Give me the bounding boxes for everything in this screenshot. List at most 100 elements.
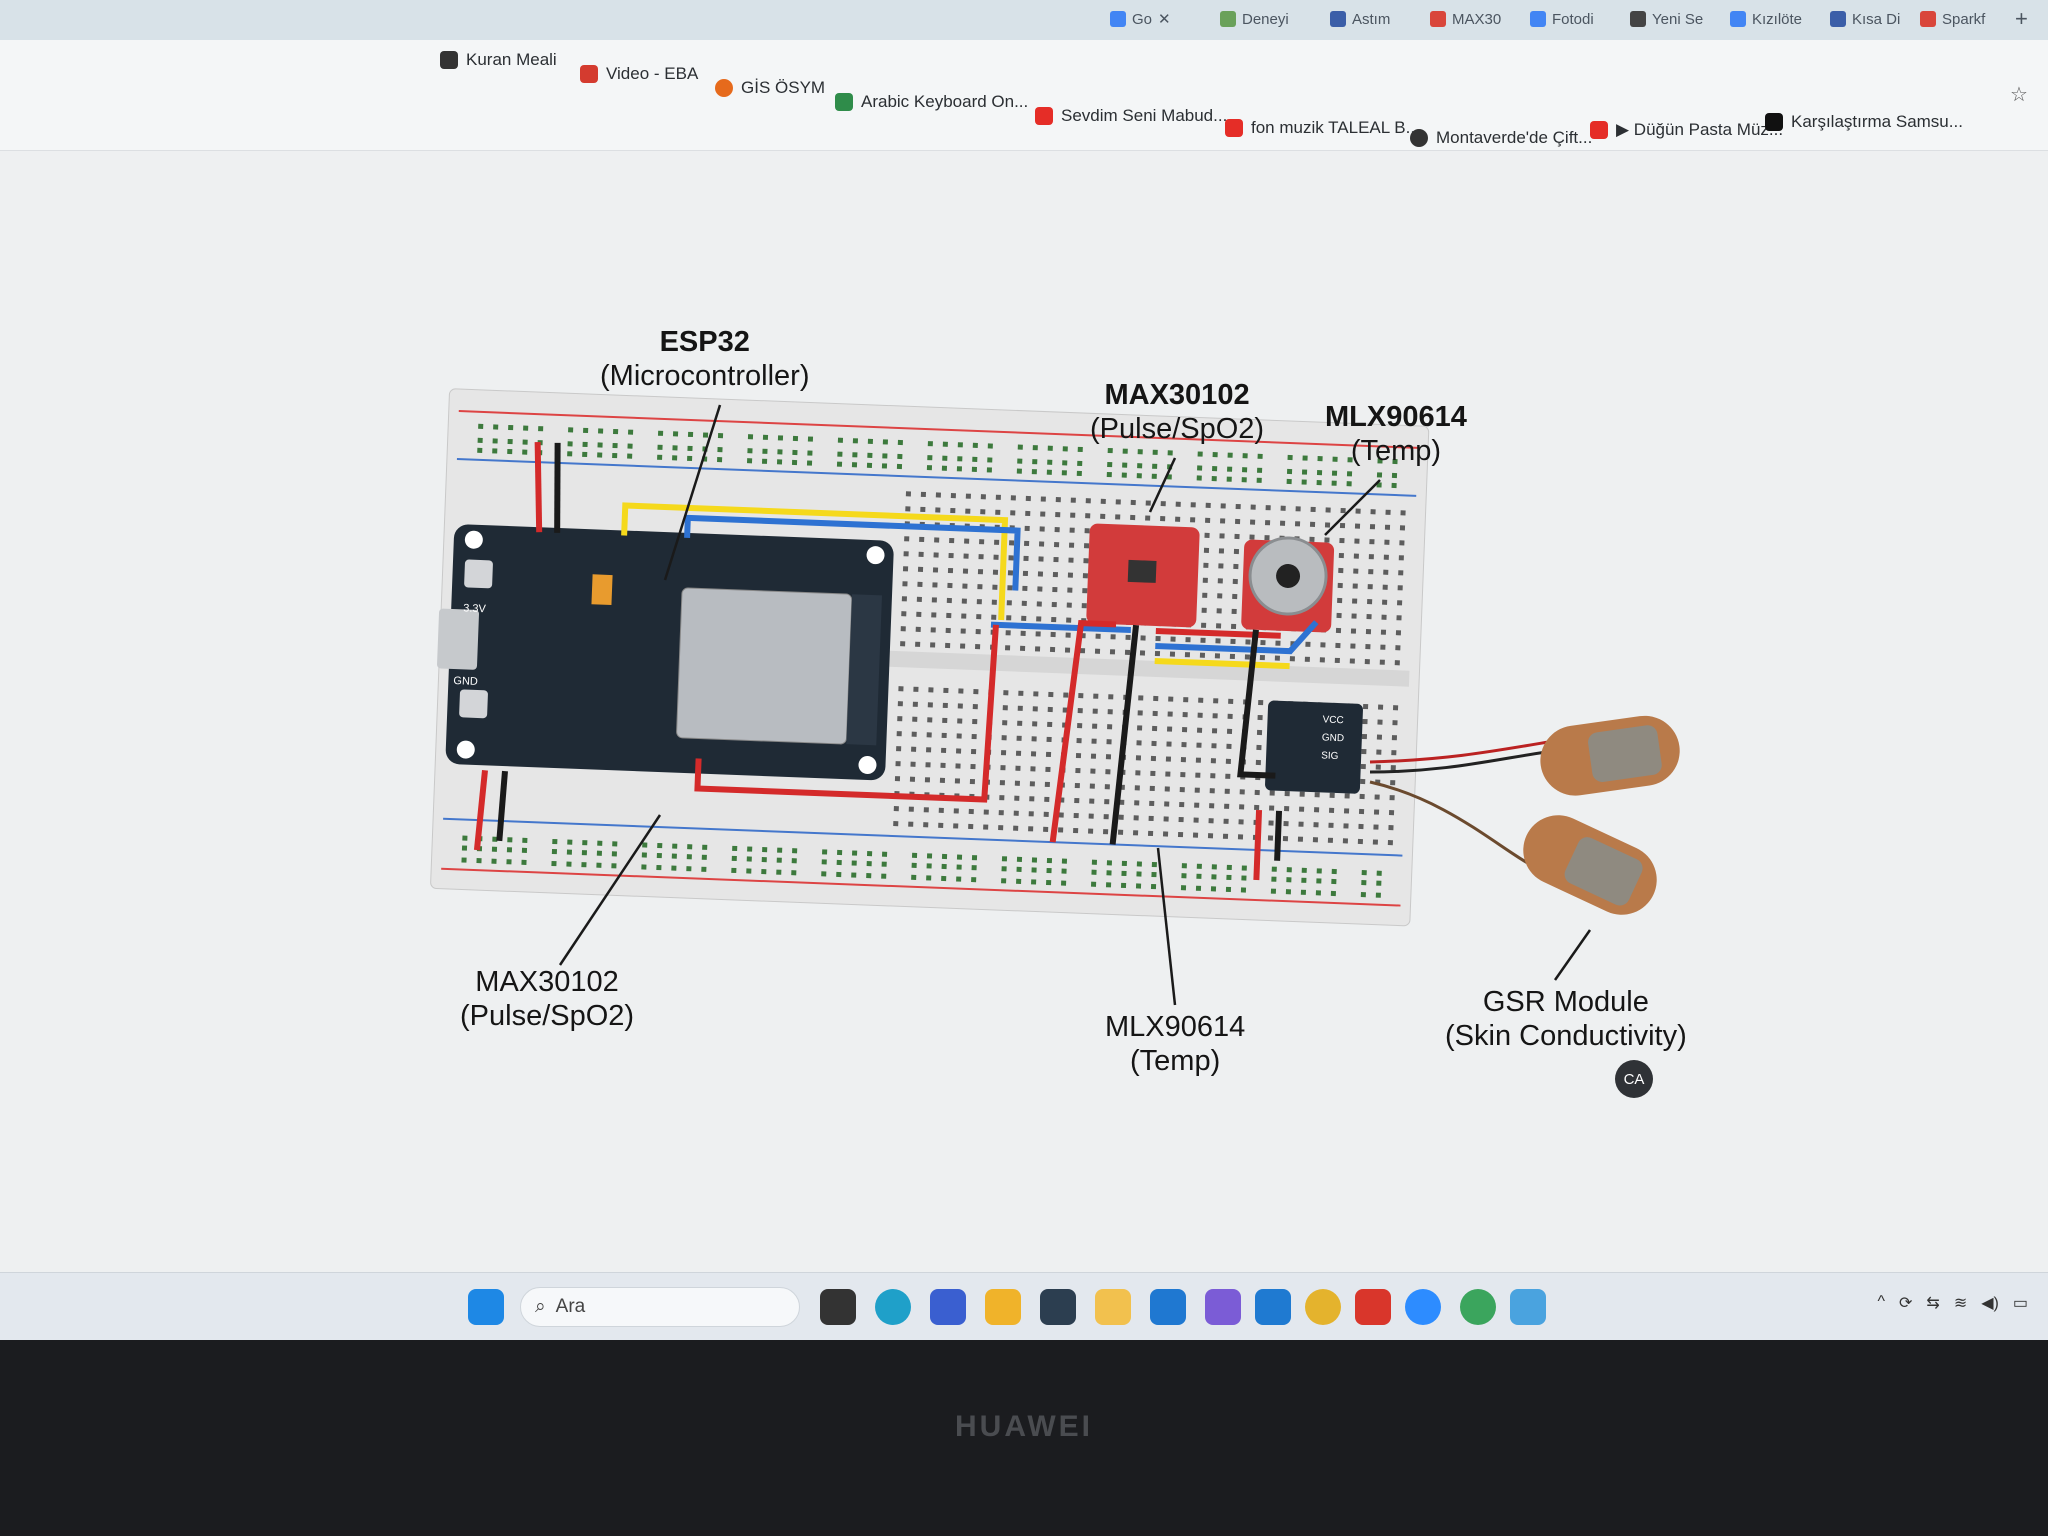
breadboard-hole [1067,572,1074,578]
breadboard-hole [926,465,933,471]
breadboard-hole [762,847,768,853]
breadboard-hole [965,508,971,514]
bookmark-item[interactable]: Sevdim Seni Mabud... [1035,106,1227,126]
chrome-icon[interactable] [1305,1289,1341,1325]
sync-icon[interactable]: ⟳ [1899,1295,1913,1312]
breadboard-hole [1021,615,1027,621]
breadboard-hole [1350,643,1356,649]
folder-icon[interactable] [1095,1289,1131,1325]
breadboard-hole [1007,585,1013,591]
taskbar-search[interactable]: ⌕ Ara [520,1287,800,1327]
breadboard-hole [905,506,911,512]
tab[interactable]: Astım [1330,4,1390,34]
breadboard-hole [1077,723,1083,729]
search-placeholder: Ara [555,1296,586,1317]
breadboard-hole [993,554,999,560]
breadboard-hole [1375,892,1381,898]
breadboard-hole [567,451,573,457]
bookmark-item[interactable]: ▶ Düğün Pasta Müz... [1590,120,1783,140]
breadboard-hole [1152,449,1158,455]
label-max30102-bottom: MAX30102(Pulse/SpO2) [460,966,635,1032]
breadboard-hole [461,857,467,863]
breadboard-hole [931,597,937,603]
breadboard-hole [1195,757,1202,763]
breadboard-hole [687,455,693,462]
breadboard-hole [581,850,588,856]
tab[interactable]: Yeni Se [1630,4,1703,34]
tab[interactable]: Sparkf [1920,4,1985,34]
breadboard-hole [1039,541,1045,547]
store-icon[interactable] [930,1289,966,1325]
bookmark-item[interactable]: Arabic Keyboard On... [835,92,1028,112]
breadboard-hole [945,642,951,649]
windows-start-icon[interactable] [468,1289,504,1325]
bookmark-item[interactable]: fon muzik TALEAL B... [1225,118,1420,138]
vscode-icon[interactable] [1255,1289,1291,1325]
tab[interactable]: Kızılöte [1730,4,1802,34]
breadboard-hole [1389,795,1395,801]
breadboard-hole [1168,696,1174,702]
breadboard-hole [1258,699,1264,706]
cloud-icon[interactable] [1150,1289,1186,1325]
breadboard-hole [1349,658,1355,664]
breadboard-hole [1339,537,1345,544]
breadboard-hole [955,763,961,769]
bookmark-item[interactable]: Montaverde'de Çift... [1410,128,1592,148]
breadboard-hole [1388,825,1394,831]
wps-icon[interactable] [1355,1289,1391,1325]
breadboard-hole [507,837,513,843]
breadboard-hole [732,845,738,852]
media-icon[interactable] [1040,1289,1076,1325]
copilot-icon[interactable] [1205,1289,1241,1325]
breadboard-hole [976,614,982,620]
star-icon[interactable]: ☆ [2010,84,2028,106]
battery-icon[interactable]: ▭ [2012,1295,2028,1312]
breadboard-hole [1103,814,1109,820]
breadboard-hole [1058,827,1064,833]
breadboard-hole [687,445,693,452]
breadboard-hole [930,627,936,633]
close-icon[interactable]: ✕ [1158,11,1171,28]
taskview-icon[interactable] [820,1289,856,1325]
ca-badge[interactable]: CA [1615,1060,1653,1098]
new-tab-button[interactable]: + [2015,6,2028,31]
bookmark-item[interactable]: Karşılaştırma Samsu... [1765,112,1963,132]
breadboard-hole [968,808,974,815]
breadboard-hole [983,824,989,830]
tab[interactable]: Fotodi [1530,4,1594,34]
bookmark-item[interactable]: Kuran Meali [440,50,557,70]
edge-icon[interactable] [875,1289,911,1325]
chevron-up-icon[interactable]: ^ [1877,1293,1886,1310]
breadboard-hole [1241,875,1247,881]
chrome-active-icon[interactable] [1460,1289,1496,1325]
breadboard-hole [901,611,907,617]
breadboard-hole [1106,739,1112,745]
power-rail-line [458,410,1419,449]
volume-icon[interactable]: ◀) [1981,1295,1999,1312]
breadboard-hole [1170,636,1176,642]
tab[interactable]: Go✕ [1110,4,1171,34]
zoom-icon[interactable] [1405,1289,1441,1325]
bookmark-item[interactable]: Video - EBA [580,64,698,84]
tab[interactable]: MAX30 [1430,4,1501,34]
breadboard-hole [1352,583,1358,589]
breadboard-hole [1046,867,1052,874]
breadboard-hole [492,836,498,842]
breadboard-hole [882,453,888,459]
breadboard-hole [567,441,573,447]
breadboard-hole [1360,778,1366,785]
wifi-icon[interactable]: ≋ [1953,1295,1968,1312]
breadboard-hole [1107,724,1113,730]
breadboard-hole [987,457,993,463]
breadboard-hole [1376,472,1383,478]
breadboard-hole [1215,623,1222,629]
breadboard-hole [1338,567,1344,574]
network-icon[interactable]: ⇆ [1926,1295,1940,1312]
photos-icon[interactable] [985,1289,1021,1325]
breadboard-hole [1225,886,1232,893]
notepad-icon[interactable] [1510,1289,1546,1325]
breadboard-hole [1286,877,1292,883]
bookmark-item[interactable]: GİS ÖSYM [715,78,825,98]
tab[interactable]: Kısa Di [1830,4,1900,34]
tab[interactable]: Deneyi [1220,4,1289,34]
